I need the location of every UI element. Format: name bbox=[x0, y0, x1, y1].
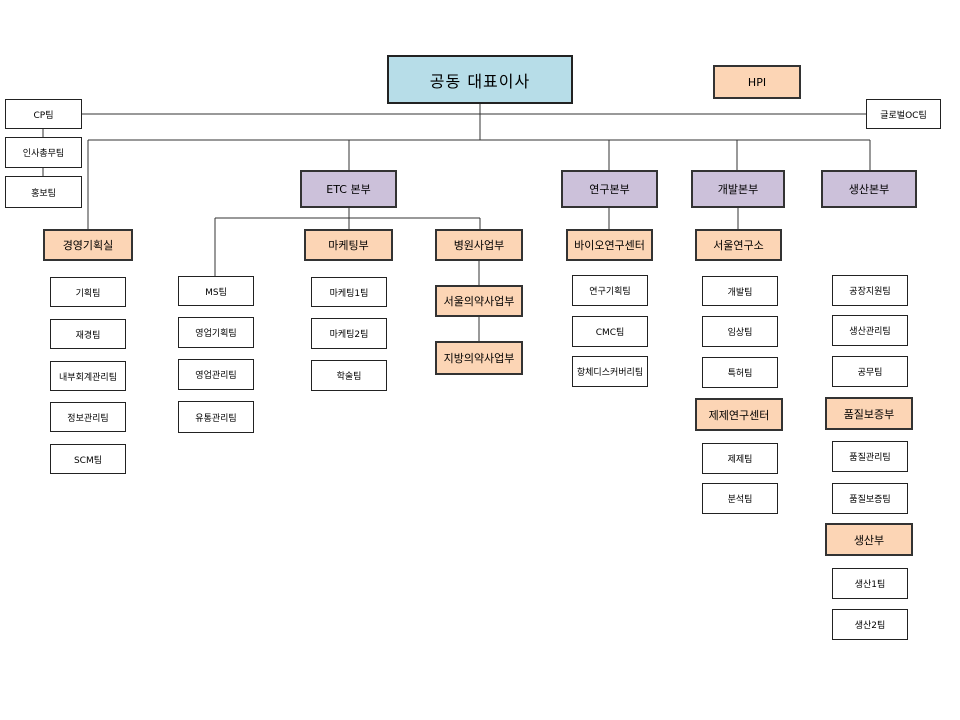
quality-assurance-dept-box: 품질보증부 bbox=[825, 397, 913, 430]
team-box: 영업기획팀 bbox=[178, 317, 254, 348]
production-hq-box: 생산본부 bbox=[821, 170, 917, 208]
formulation-center-box: 제제연구센터 bbox=[695, 398, 783, 431]
seoul-lab-box: 서울연구소 bbox=[695, 229, 782, 261]
bio-research-center-box: 바이오연구센터 bbox=[566, 229, 653, 261]
team-box: 생산1팀 bbox=[832, 568, 908, 599]
ceo-box: 공동 대표이사 bbox=[387, 55, 573, 104]
team-box: 내부회계관리팀 bbox=[50, 361, 126, 391]
pr-team-box: 홍보팀 bbox=[5, 176, 82, 208]
team-box: 정보관리팀 bbox=[50, 402, 126, 432]
team-box: 생산2팀 bbox=[832, 609, 908, 640]
management-office-box: 경영기획실 bbox=[43, 229, 133, 261]
marketing-dept-box: 마케팅부 bbox=[304, 229, 393, 261]
team-box: MS팀 bbox=[178, 276, 254, 306]
team-box: SCM팀 bbox=[50, 444, 126, 474]
team-box: 임상팀 bbox=[702, 316, 778, 347]
team-box: 품질보증팀 bbox=[832, 483, 908, 514]
hpi-box: HPI bbox=[713, 65, 801, 99]
team-box: 생산관리팀 bbox=[832, 315, 908, 346]
team-box: 기획팀 bbox=[50, 277, 126, 307]
team-box: 재경팀 bbox=[50, 319, 126, 349]
team-box: 제제팀 bbox=[702, 443, 778, 474]
research-hq-box: 연구본부 bbox=[561, 170, 658, 208]
development-hq-box: 개발본부 bbox=[691, 170, 785, 208]
regional-pharma-dept-box: 지방의약사업부 bbox=[435, 341, 523, 375]
team-box: 품질관리팀 bbox=[832, 441, 908, 472]
etc-hq-box: ETC 본부 bbox=[300, 170, 397, 208]
team-box: 공무팀 bbox=[832, 356, 908, 387]
team-box: 특허팀 bbox=[702, 357, 778, 388]
team-box: 공장지원팀 bbox=[832, 275, 908, 306]
team-box: 항체디스커버리팀 bbox=[572, 356, 648, 387]
team-box: 마케팅2팀 bbox=[311, 318, 387, 349]
team-box: 유통관리팀 bbox=[178, 401, 254, 433]
team-box: 분석팀 bbox=[702, 483, 778, 514]
seoul-pharma-dept-box: 서울의약사업부 bbox=[435, 285, 523, 317]
team-box: 영업관리팀 bbox=[178, 359, 254, 390]
global-oc-team-box: 글로벌OC팀 bbox=[866, 99, 941, 129]
team-box: 마케팅1팀 bbox=[311, 277, 387, 307]
team-box: 개발팀 bbox=[702, 276, 778, 306]
team-box: CMC팀 bbox=[572, 316, 648, 347]
team-box: 학술팀 bbox=[311, 360, 387, 391]
cp-team-box: CP팀 bbox=[5, 99, 82, 129]
hr-team-box: 인사총무팀 bbox=[5, 137, 82, 168]
team-box: 연구기획팀 bbox=[572, 275, 648, 306]
hospital-dept-box: 병원사업부 bbox=[435, 229, 523, 261]
production-dept-box: 생산부 bbox=[825, 523, 913, 556]
